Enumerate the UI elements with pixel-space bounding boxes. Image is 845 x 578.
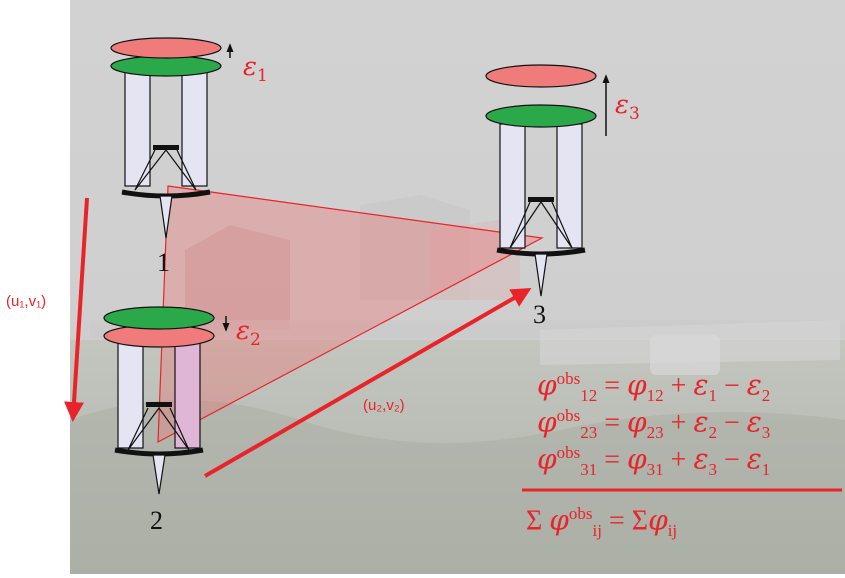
point-3-label: 3: [533, 300, 546, 329]
instrument-2: [103, 306, 230, 495]
epsilon-2: ε2: [236, 316, 261, 351]
instrument-1: [110, 37, 234, 239]
equation-row: φobs23 = φ23 + ε2 − ε3: [537, 405, 771, 442]
motion-arrow-uv1: [64, 197, 89, 422]
equation-row: φobs31 = φ31 + ε3 − ε1: [537, 442, 771, 479]
green-plate-2: [103, 306, 215, 330]
motion-arrow-uv2: [204, 288, 532, 478]
uv1-label: (u₁,v₁): [6, 293, 47, 310]
epsilon-3: ε3: [615, 90, 640, 125]
red-plate-1: [110, 37, 222, 59]
point-2-label: 2: [150, 506, 163, 535]
uv2-label: (u₂,v₂): [363, 397, 405, 414]
equation-row: φobs12 = φ12 + ε1 − ε2: [537, 368, 771, 405]
point-1-label: 1: [157, 248, 170, 277]
green-plate-1: [110, 55, 222, 77]
green-plate-3: [485, 104, 597, 128]
sum-equation: Σ φobsij = Σφij: [526, 503, 678, 540]
red-plate-3: [485, 64, 597, 88]
epsilon-1: ε1: [243, 52, 268, 87]
instrument-3: [485, 64, 610, 297]
